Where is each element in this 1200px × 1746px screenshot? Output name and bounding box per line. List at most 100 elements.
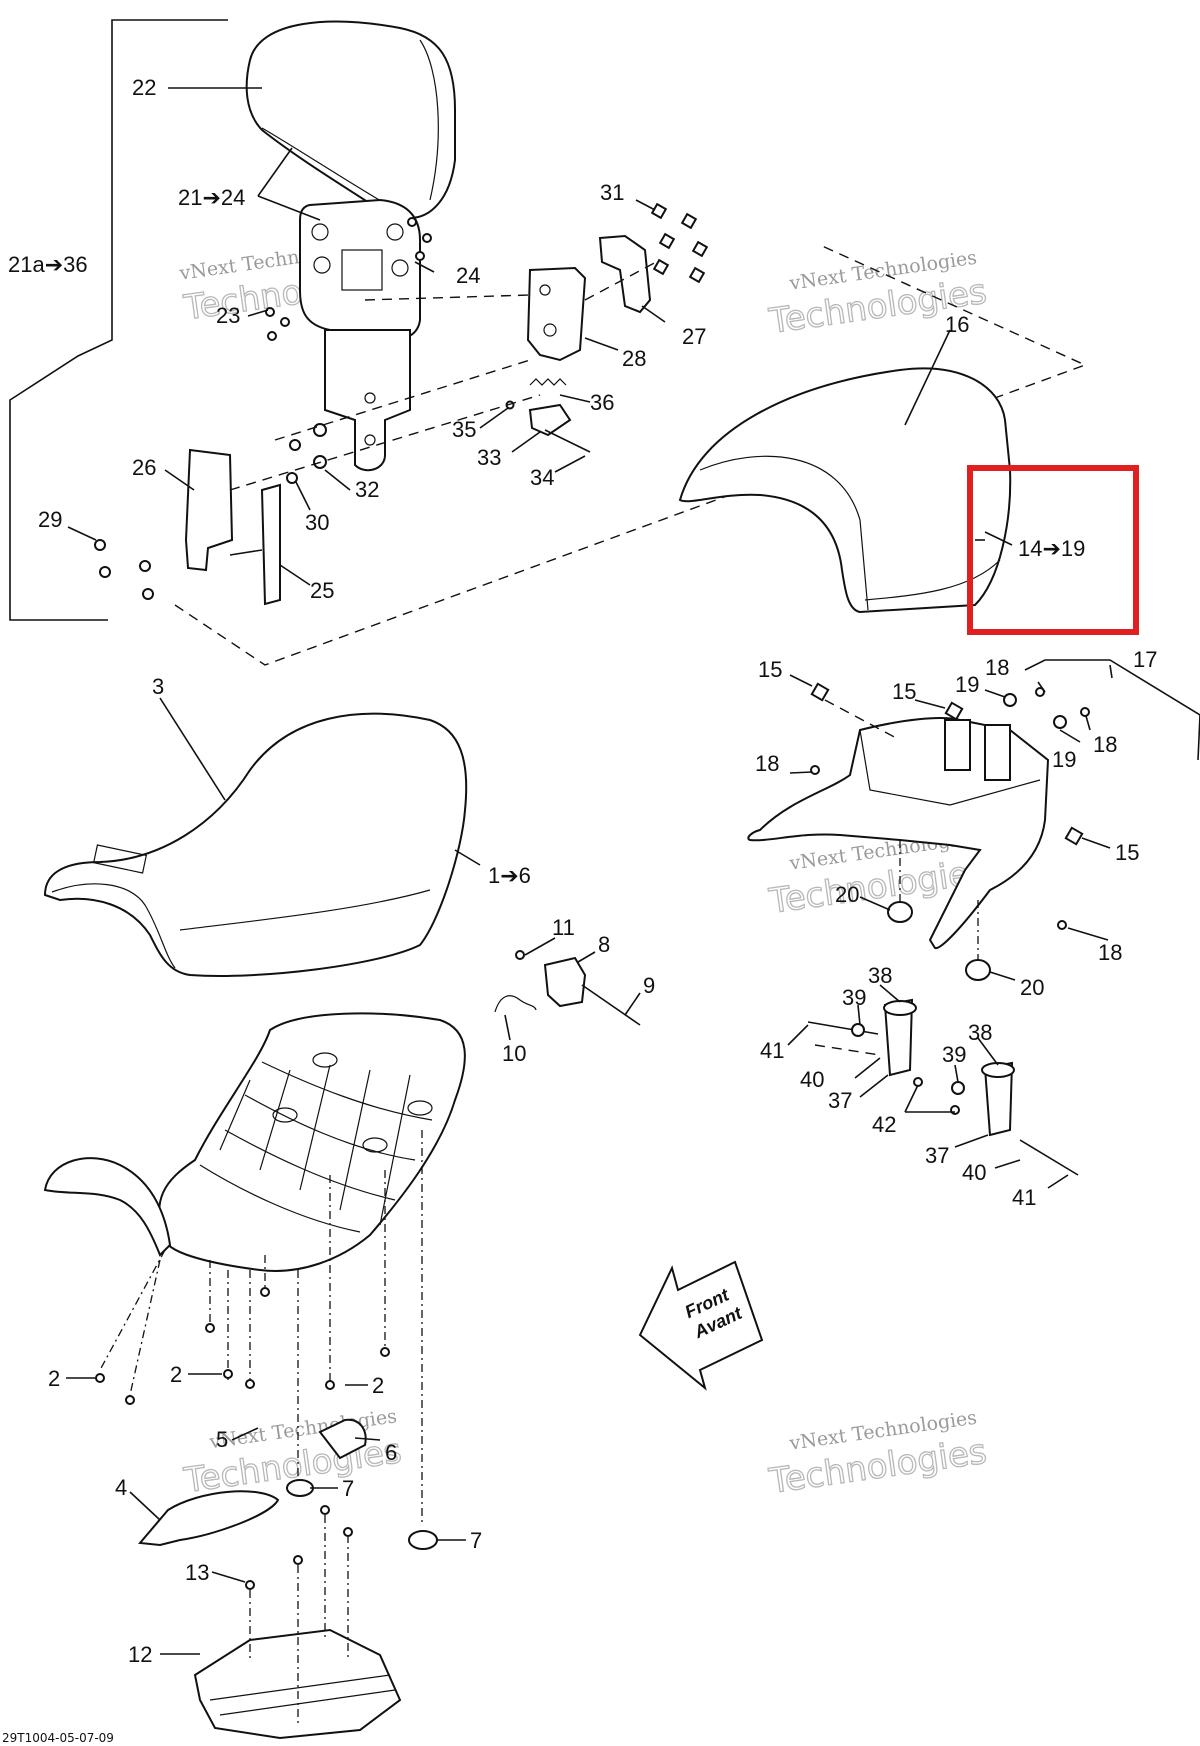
callout-21-24: 21➔24 bbox=[178, 185, 245, 210]
screw-18 bbox=[810, 765, 820, 775]
post-hole bbox=[364, 392, 376, 404]
screw-18 bbox=[1035, 687, 1045, 697]
seat-pan-rib bbox=[244, 1094, 416, 1161]
mount-tube-top bbox=[981, 1062, 1015, 1078]
rear-seat-seam bbox=[699, 455, 869, 611]
bracket-28 bbox=[526, 266, 587, 362]
seat-latch-assembly bbox=[494, 950, 641, 1026]
callout-11: 11 bbox=[552, 915, 575, 940]
flap-4 bbox=[138, 1490, 280, 1547]
backrest-support-post bbox=[324, 329, 411, 472]
callout-20: 20 bbox=[835, 882, 859, 907]
bolt-9 bbox=[581, 984, 641, 1026]
callout-19: 19 bbox=[1052, 747, 1076, 772]
callout-9: 9 bbox=[643, 973, 655, 998]
bolt-41 bbox=[1019, 1139, 1079, 1176]
main-seat-assembly bbox=[43, 712, 468, 977]
callout-26: 26 bbox=[132, 455, 156, 480]
seat-pan-cross-ribs bbox=[219, 1064, 411, 1226]
callout-19: 19 bbox=[955, 672, 979, 697]
spring-36 bbox=[529, 378, 567, 386]
callout-7: 7 bbox=[342, 1476, 354, 1501]
bracket-hole bbox=[543, 323, 557, 337]
seat-pan-boss bbox=[362, 1137, 388, 1153]
fastener-2 bbox=[95, 1373, 105, 1383]
backrest-plate bbox=[299, 198, 421, 340]
seat-pan-rib bbox=[199, 1164, 361, 1233]
clip-15 bbox=[944, 701, 964, 721]
fastener-2 bbox=[125, 1395, 135, 1405]
callout-13: 13 bbox=[185, 1560, 209, 1585]
fastener-2 bbox=[260, 1287, 270, 1297]
hinge-27 bbox=[598, 234, 652, 314]
main-seat-cushion-3 bbox=[43, 712, 468, 977]
callout-28: 28 bbox=[622, 346, 646, 371]
screws-24 bbox=[407, 217, 432, 261]
callout-14-19: 14➔19 bbox=[1018, 536, 1085, 561]
fastener-13 bbox=[293, 1555, 303, 1565]
callout-1-6: 1➔6 bbox=[488, 863, 531, 888]
callout-37: 37 bbox=[925, 1143, 949, 1168]
backrest-assembly bbox=[9, 19, 1087, 666]
callout-6: 6 bbox=[385, 1440, 397, 1465]
center-line bbox=[129, 1259, 161, 1396]
highlight-box bbox=[967, 465, 1139, 635]
callout-16: 16 bbox=[945, 312, 969, 337]
callout-42: 42 bbox=[872, 1112, 896, 1137]
mount-tube-top bbox=[883, 1000, 917, 1016]
main-seat-seam bbox=[179, 889, 431, 931]
callout-38: 38 bbox=[968, 1020, 992, 1045]
front-direction-arrow: Front Avant bbox=[638, 1260, 764, 1391]
latch-bracket-8 bbox=[543, 956, 587, 1008]
lower-parts bbox=[138, 1418, 438, 1740]
fastener-2 bbox=[380, 1347, 390, 1357]
leader-lines bbox=[66, 87, 1113, 1655]
callout-2: 2 bbox=[372, 1373, 384, 1398]
callout-32: 32 bbox=[355, 477, 379, 502]
bracket-hole bbox=[539, 284, 551, 296]
fastener-2 bbox=[223, 1369, 233, 1379]
rear-seat-base-rib bbox=[859, 729, 1041, 806]
callout-17: 17 bbox=[1133, 647, 1157, 672]
washer-32 bbox=[313, 423, 327, 437]
fastener-2 bbox=[325, 1380, 335, 1390]
plate-slot bbox=[341, 249, 383, 291]
callout-27: 27 bbox=[682, 324, 706, 349]
callout-29: 29 bbox=[38, 507, 62, 532]
center-line bbox=[99, 1249, 166, 1371]
callout-39: 39 bbox=[942, 1042, 966, 1067]
callout-8: 8 bbox=[598, 932, 610, 957]
drawing-code: 29T1004-05-07-09 bbox=[2, 1731, 114, 1745]
washer-42 bbox=[950, 1105, 960, 1115]
seat-pan-boss bbox=[312, 1052, 338, 1068]
fixing-line bbox=[364, 294, 531, 301]
bumper-20 bbox=[965, 959, 991, 981]
nut-39 bbox=[851, 1023, 865, 1037]
rear-seat-seam bbox=[864, 559, 1001, 601]
callout-37: 37 bbox=[828, 1088, 852, 1113]
latch-33 bbox=[528, 403, 572, 437]
callout-2: 2 bbox=[48, 1366, 60, 1391]
nuts-31 bbox=[650, 202, 709, 284]
callout-39: 39 bbox=[842, 985, 866, 1010]
nut-11 bbox=[515, 950, 525, 960]
callout-21a-36: 21a➔36 bbox=[8, 252, 88, 277]
callout-4: 4 bbox=[115, 1475, 127, 1500]
screw-18 bbox=[1080, 707, 1090, 717]
callout-7: 7 bbox=[470, 1528, 482, 1553]
callout-12: 12 bbox=[128, 1642, 152, 1667]
clip-15 bbox=[1064, 826, 1084, 846]
plate-hole bbox=[311, 223, 329, 241]
callout-18: 18 bbox=[1098, 940, 1122, 965]
callout-5: 5 bbox=[216, 1427, 228, 1452]
skid-plate-ribs bbox=[209, 1674, 396, 1716]
washer-19 bbox=[1053, 715, 1067, 729]
screw-30 bbox=[289, 439, 301, 451]
seat-pan-rib bbox=[261, 1061, 433, 1121]
callout-labels: 22 21➔24 21a➔36 24 23 31 27 28 36 35 33 … bbox=[8, 75, 1157, 1667]
grab-handle-17 bbox=[1024, 659, 1200, 761]
upright-link bbox=[229, 549, 263, 556]
main-seat-strap bbox=[92, 844, 148, 874]
callout-38: 38 bbox=[868, 963, 892, 988]
fixing-line bbox=[584, 259, 661, 301]
